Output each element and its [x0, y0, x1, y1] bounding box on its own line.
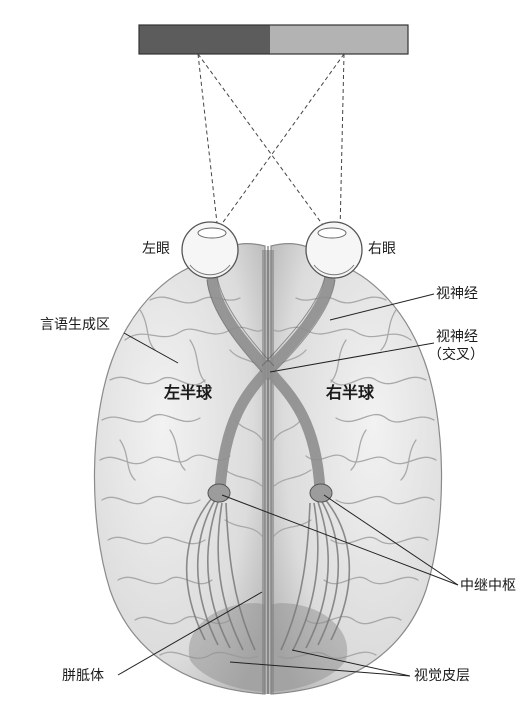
- radiation-fiber: [292, 502, 319, 651]
- leader-speech-area: [123, 332, 179, 364]
- right-optic-tract: [262, 364, 326, 496]
- radiation-fiber: [317, 499, 340, 646]
- label-right-eye: 右眼: [368, 241, 396, 257]
- right-eye: [305, 221, 363, 279]
- label-optic-chiasm-1: 视神经: [436, 329, 478, 345]
- right-visual-field: [270, 25, 408, 54]
- leader-optic-chiasm: [269, 342, 435, 373]
- brain: [93, 243, 443, 695]
- leader-relay-left: [221, 494, 459, 586]
- leader-visual-cortex-right: [291, 649, 411, 677]
- radiation-fiber: [217, 502, 244, 651]
- label-optic-chiasm-2: （交叉）: [428, 347, 484, 363]
- leader-visual-cortex-left: [229, 661, 411, 677]
- leader-optic-nerve: [329, 293, 435, 321]
- label-left-eye: 左眼: [142, 241, 170, 257]
- sight-lines: [197, 53, 345, 233]
- optic-pathway-outline: [206, 275, 336, 373]
- left-lens: [197, 227, 227, 239]
- radiation-fiber: [185, 497, 213, 641]
- label-speech-area: 言语生成区: [40, 317, 110, 333]
- leader-corpus-callosum: [117, 591, 263, 676]
- radiation-fiber: [225, 502, 256, 651]
- sight-line: [339, 53, 345, 233]
- label-relay-center: 中继中枢: [460, 578, 516, 594]
- left-retina: [189, 264, 231, 276]
- visual-field-border: [138, 24, 409, 55]
- right-lens: [317, 227, 347, 239]
- sight-line: [197, 53, 329, 233]
- visual-field-bar: [138, 24, 409, 55]
- sight-line: [197, 53, 219, 233]
- right-optic-nerve: [262, 272, 336, 376]
- left-visual-field: [139, 25, 270, 54]
- label-corpus-callosum: 胼胝体: [62, 668, 104, 684]
- right-gyri: [273, 296, 437, 659]
- radiation-fiber: [196, 499, 219, 646]
- right-retina: [313, 264, 355, 276]
- radiation-fiber: [280, 502, 311, 651]
- optic-pathway: [206, 272, 336, 496]
- sight-line: [215, 53, 345, 233]
- left-gyri: [99, 296, 263, 659]
- radiation-fiber: [206, 501, 231, 649]
- label-left-hemisphere: 左半球: [164, 383, 213, 402]
- left-optic-nerve: [206, 272, 274, 376]
- relay-center-left: [207, 483, 231, 503]
- relay-center-right: [309, 483, 333, 503]
- label-optic-nerve: 视神经: [436, 286, 478, 302]
- leader-lines: [117, 293, 459, 677]
- label-visual-cortex: 视觉皮层: [414, 668, 470, 684]
- radiation-fiber: [323, 497, 351, 641]
- label-right-hemisphere: 右半球: [326, 383, 375, 402]
- left-eye: [181, 221, 239, 279]
- optic-radiations: [185, 497, 351, 651]
- leader-relay-right: [323, 494, 459, 586]
- radiation-fiber: [305, 501, 330, 649]
- left-optic-tract: [214, 364, 274, 496]
